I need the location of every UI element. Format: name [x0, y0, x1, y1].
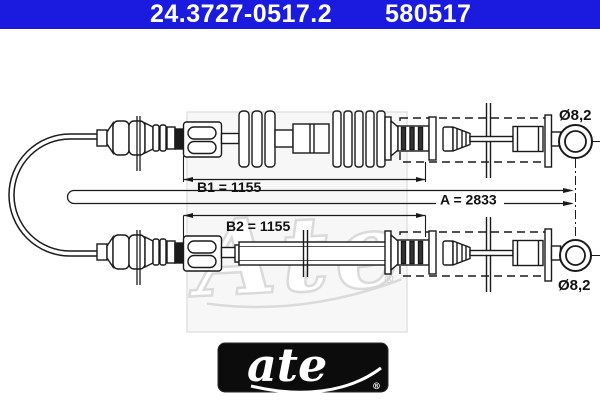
bottom-ribbed-sleeve — [397, 230, 437, 275]
reference-number: 580517 — [385, 0, 472, 28]
watermark-registered-mark: ® — [383, 272, 395, 286]
part-number: 24.3727-0517.2 — [150, 0, 333, 28]
top-end-fitting — [442, 114, 562, 168]
top-ribbed-sleeve — [397, 116, 437, 161]
bottom-adjuster-barrel — [182, 235, 240, 272]
top-cable-assembly — [96, 103, 600, 178]
top-adjuster-barrel — [182, 121, 240, 158]
dimension-b1-label: B1 = 1155 — [197, 179, 261, 195]
header-bar: 24.3727-0517.2 580517 — [0, 0, 600, 29]
ate-logo: ate ® — [217, 338, 389, 394]
dimension-a-label: A = 2833 — [440, 192, 497, 208]
ate-logo-swash — [250, 366, 382, 394]
top-bellows — [96, 116, 184, 171]
dimension-b2-label: B2 = 1155 — [226, 218, 290, 234]
bottom-clamp — [174, 242, 184, 264]
bottom-eyelet-diameter-label: Ø8,2 — [558, 277, 591, 294]
dimension-b2 — [182, 213, 427, 238]
top-eyelet-diameter-label: Ø8,2 — [559, 107, 592, 124]
bottom-end-fitting — [442, 228, 562, 282]
dimension-b1 — [182, 156, 427, 182]
bottom-conduit-sleeve — [234, 230, 399, 277]
top-corrugated-boot — [238, 110, 399, 168]
top-clamp — [174, 128, 184, 150]
bottom-cable-assembly — [96, 217, 600, 292]
watermark-swash — [206, 278, 402, 309]
ate-logo-registered-mark: ® — [372, 382, 381, 392]
top-eyelet — [558, 124, 600, 159]
cable-u-bend — [8, 133, 97, 257]
bottom-bellows — [96, 230, 184, 285]
ate-logo-script: ate — [247, 338, 327, 392]
label-a-backplate — [436, 192, 504, 206]
bottom-eyelet — [559, 239, 600, 272]
